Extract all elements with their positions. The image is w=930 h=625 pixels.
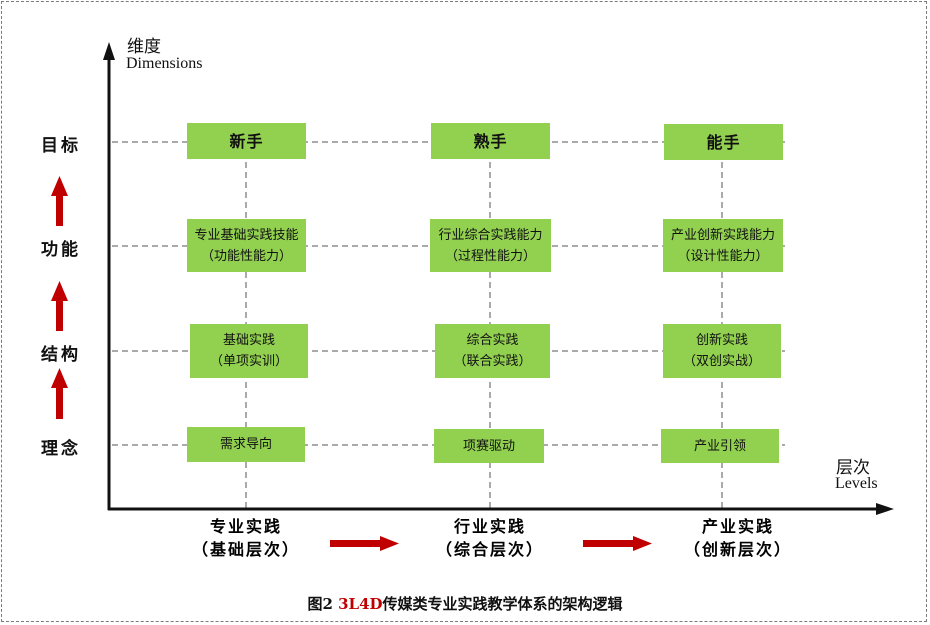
function-box-1-line1: 专业基础实践技能 bbox=[194, 227, 299, 243]
up-arrow-1 bbox=[51, 176, 68, 226]
y-axis-title-en: Dimensions bbox=[126, 55, 203, 72]
function-box-2-line2: （过程性能力） bbox=[444, 248, 536, 264]
goal-box-1-text: 新手 bbox=[229, 131, 264, 151]
goal-box-3-text: 能手 bbox=[706, 132, 741, 152]
level-label-1: 专业实践 （基础层次） bbox=[176, 515, 316, 561]
y-axis-arrowhead bbox=[103, 42, 115, 60]
level-label-3: 产业实践 （创新层次） bbox=[668, 515, 808, 561]
concept-box-2: 项赛驱动 bbox=[434, 429, 544, 463]
function-box-1-line2: （功能性能力） bbox=[200, 248, 292, 264]
function-box-2-line1: 行业综合实践能力 bbox=[438, 227, 543, 243]
concept-box-1-text: 需求导向 bbox=[219, 437, 272, 452]
concept-box-2-text: 项赛驱动 bbox=[462, 438, 515, 454]
level-3-name: 产业实践 bbox=[701, 517, 774, 536]
function-box-3-line1: 产业创新实践能力 bbox=[670, 227, 775, 243]
function-box-3-line2: （设计性能力） bbox=[677, 248, 769, 264]
goal-box-2: 熟手 bbox=[431, 123, 550, 159]
dimension-label-structure: 结构 bbox=[41, 345, 81, 365]
x-axis-title: 层次 bbox=[836, 458, 870, 478]
structure-box-3-line1: 创新实践 bbox=[695, 333, 748, 348]
concept-box-3-text: 产业引领 bbox=[693, 438, 746, 454]
level-2-sub: （综合层次） bbox=[435, 540, 544, 559]
goal-box-1: 新手 bbox=[187, 123, 306, 159]
x-axis-title-en: Levels bbox=[835, 475, 878, 492]
dimension-label-function: 功能 bbox=[41, 240, 81, 260]
level-label-2: 行业实践 （综合层次） bbox=[420, 515, 560, 561]
concept-box-3: 产业引领 bbox=[661, 429, 779, 463]
level-3-sub: （创新层次） bbox=[683, 540, 792, 559]
goal-box-3: 能手 bbox=[664, 124, 783, 160]
structure-box-1-line2: （单项实训） bbox=[209, 354, 288, 369]
caption-highlight: 3L4D bbox=[338, 595, 383, 613]
level-1-name: 专业实践 bbox=[209, 517, 282, 536]
structure-box-3: 创新实践 （双创实战） bbox=[663, 324, 781, 378]
level-1-sub: （基础层次） bbox=[191, 540, 300, 559]
concept-box-1: 需求导向 bbox=[187, 427, 305, 462]
right-arrow-2 bbox=[583, 536, 652, 551]
dimension-label-concept: 理念 bbox=[41, 439, 81, 459]
structure-box-2: 综合实践 （联合实践） bbox=[435, 324, 550, 378]
structure-box-2-line1: 综合实践 bbox=[466, 333, 519, 348]
function-box-3: 产业创新实践能力 （设计性能力） bbox=[663, 219, 783, 272]
right-arrow-1 bbox=[330, 536, 399, 551]
dimension-label-goal: 目标 bbox=[41, 136, 81, 156]
function-box-2: 行业综合实践能力 （过程性能力） bbox=[430, 219, 551, 272]
structure-box-1-line1: 基础实践 bbox=[222, 333, 275, 348]
caption-prefix: 图2 bbox=[307, 595, 339, 613]
figure-caption: 图2 3L4D传媒类专业实践教学体系的架构逻辑 bbox=[0, 593, 930, 614]
up-arrow-3 bbox=[51, 368, 68, 419]
structure-box-2-line2: （联合实践） bbox=[453, 354, 532, 369]
goal-box-2-text: 熟手 bbox=[473, 131, 508, 151]
y-axis-title: 维度 bbox=[127, 37, 161, 57]
x-axis-arrowhead bbox=[876, 503, 894, 515]
up-arrow-2 bbox=[51, 281, 68, 331]
level-2-name: 行业实践 bbox=[453, 517, 526, 536]
function-box-1: 专业基础实践技能 （功能性能力） bbox=[187, 219, 306, 272]
structure-box-1: 基础实践 （单项实训） bbox=[190, 324, 308, 378]
caption-rest: 传媒类专业实践教学体系的架构逻辑 bbox=[382, 595, 623, 613]
structure-box-3-line2: （双创实战） bbox=[682, 354, 761, 369]
